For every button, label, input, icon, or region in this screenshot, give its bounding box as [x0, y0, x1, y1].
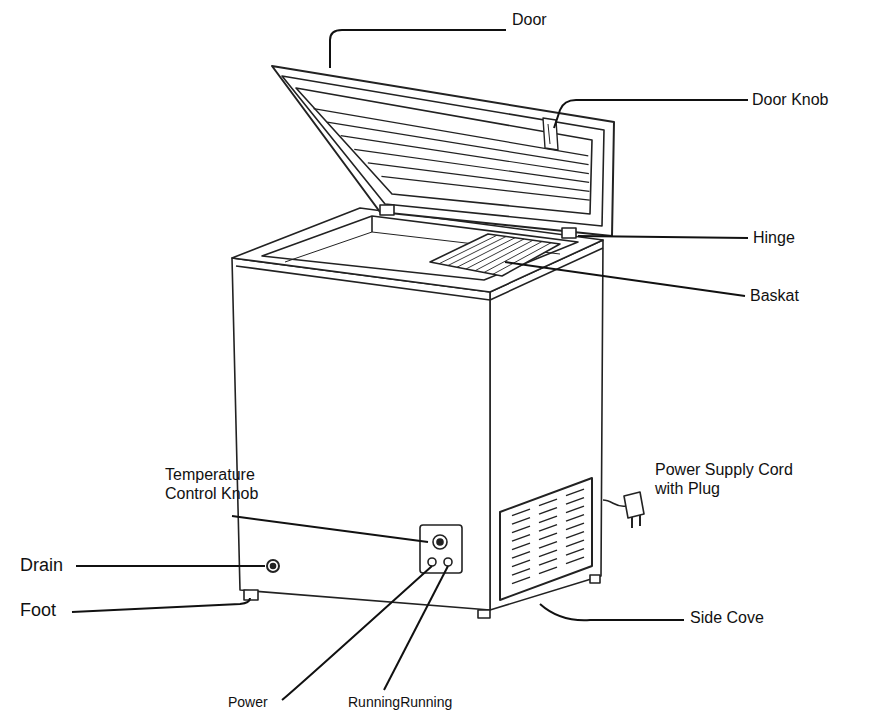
power-light	[428, 558, 436, 566]
temperature-knob	[433, 535, 447, 549]
part-label: Hinge	[753, 228, 853, 247]
door-ridges	[314, 109, 590, 201]
door-panel	[296, 88, 592, 214]
leader-line	[384, 566, 448, 690]
grille-slat	[512, 509, 530, 516]
leader-line	[72, 598, 250, 612]
side-face	[490, 240, 603, 610]
part-label: Baskat	[750, 286, 850, 305]
grille-slat	[539, 550, 557, 557]
grille-slat	[539, 525, 557, 532]
plug-pin	[639, 515, 641, 526]
grille-slat	[512, 535, 530, 542]
grille-slats	[512, 489, 584, 583]
grille-slat	[566, 515, 584, 522]
part-label: Temperature Control Knob	[165, 465, 285, 503]
basket	[430, 234, 560, 276]
grille-slat	[566, 506, 584, 513]
leader-line	[282, 566, 432, 700]
part-label: Power Supply Cord with Plug	[655, 460, 815, 498]
door-outer	[272, 66, 614, 236]
front-face	[232, 258, 490, 610]
grille-slat	[512, 577, 530, 584]
part-label: RunningRunning	[348, 694, 488, 711]
control-panel	[420, 525, 462, 573]
grille-slat	[539, 516, 557, 523]
basket-wire	[484, 242, 542, 273]
part-label: Door	[512, 10, 592, 29]
plug	[624, 492, 644, 518]
grille-slat	[566, 549, 584, 556]
part-label: Power	[228, 694, 288, 711]
leader-line	[578, 236, 748, 238]
door-inner-frame	[282, 76, 604, 226]
grille-slat	[539, 559, 557, 566]
leader-line	[330, 30, 506, 68]
plug-pin	[631, 517, 633, 528]
temperature-knob	[437, 539, 443, 545]
running-light	[444, 558, 452, 566]
grille-slat	[512, 569, 530, 576]
grille-slat	[539, 567, 557, 574]
basket-wire	[475, 240, 533, 271]
grille-slat	[539, 499, 557, 506]
part-label: Foot	[20, 600, 80, 622]
grille-slat	[512, 560, 530, 567]
leader-line	[554, 100, 748, 128]
power-cord	[603, 500, 626, 506]
basket-wire	[493, 243, 551, 275]
grille-slat	[512, 518, 530, 525]
drain	[267, 560, 279, 572]
leader-line	[603, 470, 650, 505]
grille-slat	[566, 557, 584, 564]
leader-line	[505, 262, 745, 296]
part-label: Side Cove	[690, 608, 800, 627]
grille-slat	[566, 523, 584, 530]
foot	[478, 610, 490, 618]
leader-line	[540, 604, 684, 620]
grille-slat	[539, 508, 557, 515]
hinge	[380, 205, 394, 215]
grille-slat	[566, 498, 584, 505]
leader-lines	[72, 30, 748, 700]
foot	[244, 590, 258, 600]
grille-slat	[566, 489, 584, 496]
basket-wire	[448, 237, 506, 266]
basket-wire	[466, 239, 524, 269]
grille-slat	[539, 533, 557, 540]
leader-line	[76, 565, 265, 567]
grille-slat	[539, 542, 557, 549]
part-label: Door Knob	[752, 90, 872, 109]
side-cover	[500, 478, 592, 600]
grille-slat	[566, 540, 584, 547]
grille-slat	[512, 526, 530, 533]
drain	[271, 564, 276, 569]
grille-slat	[512, 552, 530, 559]
foot	[590, 575, 600, 583]
inner-wall	[371, 216, 373, 232]
hinge	[562, 228, 576, 238]
inner-wall	[285, 232, 372, 262]
part-label: Drain	[20, 555, 80, 577]
grille-slat	[512, 543, 530, 550]
leader-line	[232, 516, 428, 542]
grille-slat	[566, 532, 584, 539]
door-knob	[548, 124, 550, 144]
basket-grid	[439, 235, 551, 274]
door-ridge	[381, 176, 589, 200]
basket-wire	[439, 235, 497, 264]
